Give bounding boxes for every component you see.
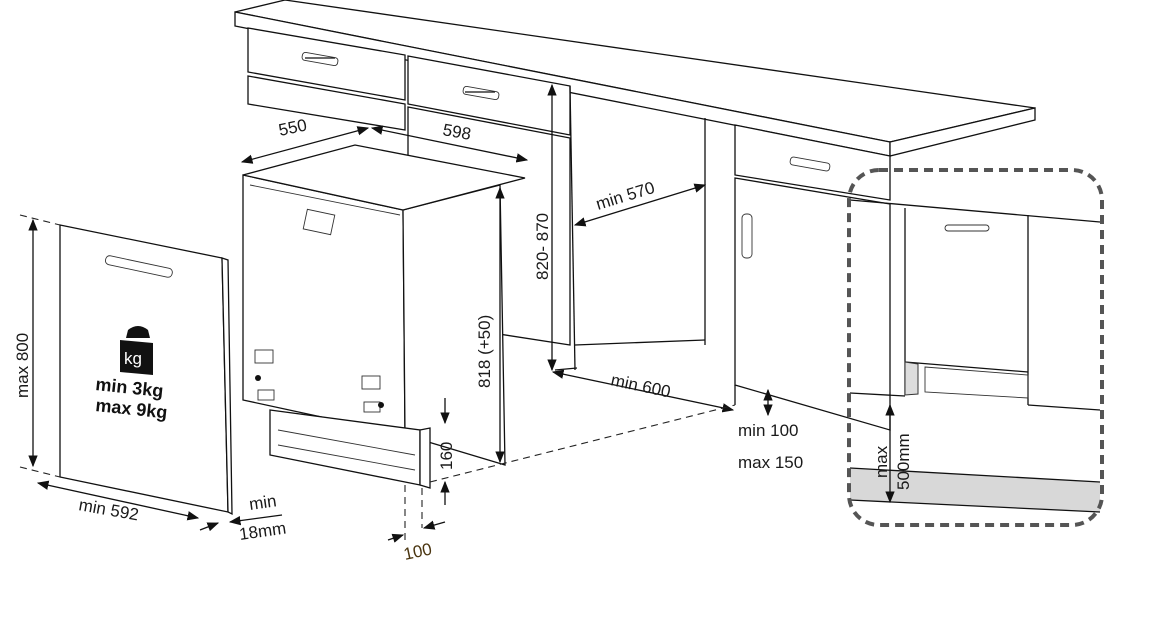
depth-label: 550: [277, 115, 309, 139]
plinth-max-label: max 150: [738, 453, 803, 472]
min-niche-depth-label: min 570: [594, 178, 657, 214]
inset-label-2: 500mm: [894, 433, 913, 490]
width-label: 598: [441, 120, 472, 144]
weight-icon-label: kg: [124, 349, 142, 368]
right-cabinet: [734, 124, 891, 431]
inset-detail: max 500mm: [847, 168, 1104, 527]
panel-height-label: max 800: [13, 333, 32, 398]
weight-icon: kg: [120, 326, 153, 375]
door-panel: kg min 3kg max 9kg: [59, 224, 233, 516]
inset-label-1: max: [872, 445, 891, 478]
dimension-lines: [19, 83, 773, 543]
appliance-height-label: 818 (+50): [475, 315, 494, 388]
plinth-min-label: min 100: [738, 421, 798, 440]
foot-height-label: 160: [437, 442, 456, 470]
panel-thickness-label-2: 18mm: [238, 519, 287, 544]
min-niche-width-label: min 600: [609, 370, 672, 401]
niche-height-label: 820- 870: [533, 213, 552, 280]
panel-thickness-label-1: min: [248, 491, 278, 514]
panel-width-label: min 592: [77, 495, 140, 524]
dishwasher: [242, 144, 526, 489]
foot-depth-label: 100: [402, 539, 434, 563]
